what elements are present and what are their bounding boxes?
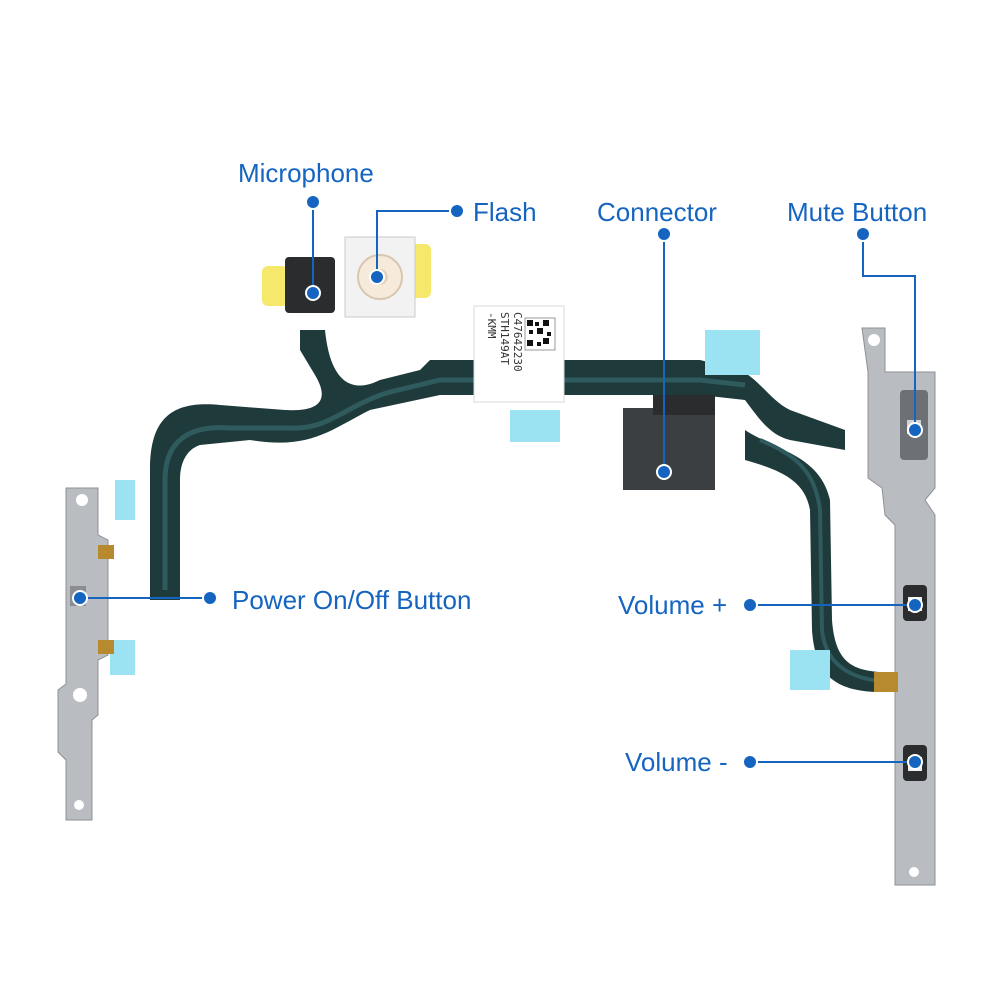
label-connector: Connector — [597, 197, 717, 227]
callout-line-mute — [862, 234, 916, 430]
bracket-hole — [74, 800, 84, 810]
stiffener-tabs — [110, 330, 830, 690]
callout-dot — [369, 269, 385, 285]
label-power-button: Power On/Off Button — [232, 585, 472, 615]
metal-bracket — [57, 487, 109, 821]
flex-trace — [162, 377, 746, 590]
gold-contact — [874, 672, 898, 692]
callout-dot — [855, 226, 871, 242]
bracket-hole — [868, 334, 880, 346]
callout-dot — [305, 285, 321, 301]
label-microphone: Microphone — [238, 158, 374, 188]
sticker-line: C47642230 — [511, 312, 524, 372]
sticker-line: -KMM — [485, 312, 498, 339]
callout-dot — [907, 597, 923, 613]
callout-dot — [202, 590, 218, 606]
label-volume-down: Volume - — [625, 747, 728, 777]
label-mute-button: Mute Button — [787, 197, 928, 227]
callout-dots — [72, 194, 923, 770]
bracket-hole — [76, 494, 88, 506]
stiffener-tab — [115, 480, 135, 520]
volume-bracket — [861, 327, 936, 886]
barcode-sticker: C47642230 STH149AT -KMM — [473, 305, 565, 403]
callout-dot — [305, 194, 321, 210]
label-volume-up: Volume + — [618, 590, 728, 620]
callout-line-flash — [376, 210, 457, 277]
label-flash: Flash — [473, 197, 537, 227]
adhesive-pad-left — [262, 266, 288, 306]
flash-mic-head — [262, 236, 431, 318]
flex-trace — [759, 438, 891, 684]
callout-dot — [907, 422, 923, 438]
qr-code — [524, 317, 556, 351]
stiffener-tab — [705, 330, 760, 375]
stiffener-tab — [790, 650, 830, 690]
power-bracket — [57, 487, 114, 821]
bracket-hole — [909, 867, 919, 877]
sticker-line: STH149AT — [498, 312, 511, 365]
callout-dot — [72, 590, 88, 606]
flex-ribbon-left — [150, 330, 845, 600]
stiffener-tab — [510, 410, 560, 442]
callout-lines — [80, 202, 916, 763]
flash-plate — [344, 236, 416, 318]
callout-dot — [656, 464, 672, 480]
stiffener-tab — [110, 640, 135, 675]
callout-dot — [449, 203, 465, 219]
bracket-hole — [73, 688, 87, 702]
callout-dot — [742, 597, 758, 613]
callout-dot — [742, 754, 758, 770]
gold-contact — [98, 640, 114, 654]
callout-dot — [656, 226, 672, 242]
callout-dot — [907, 754, 923, 770]
connector-pad-edge — [653, 395, 715, 415]
microphone-module — [285, 257, 335, 313]
gold-contact — [98, 545, 114, 559]
